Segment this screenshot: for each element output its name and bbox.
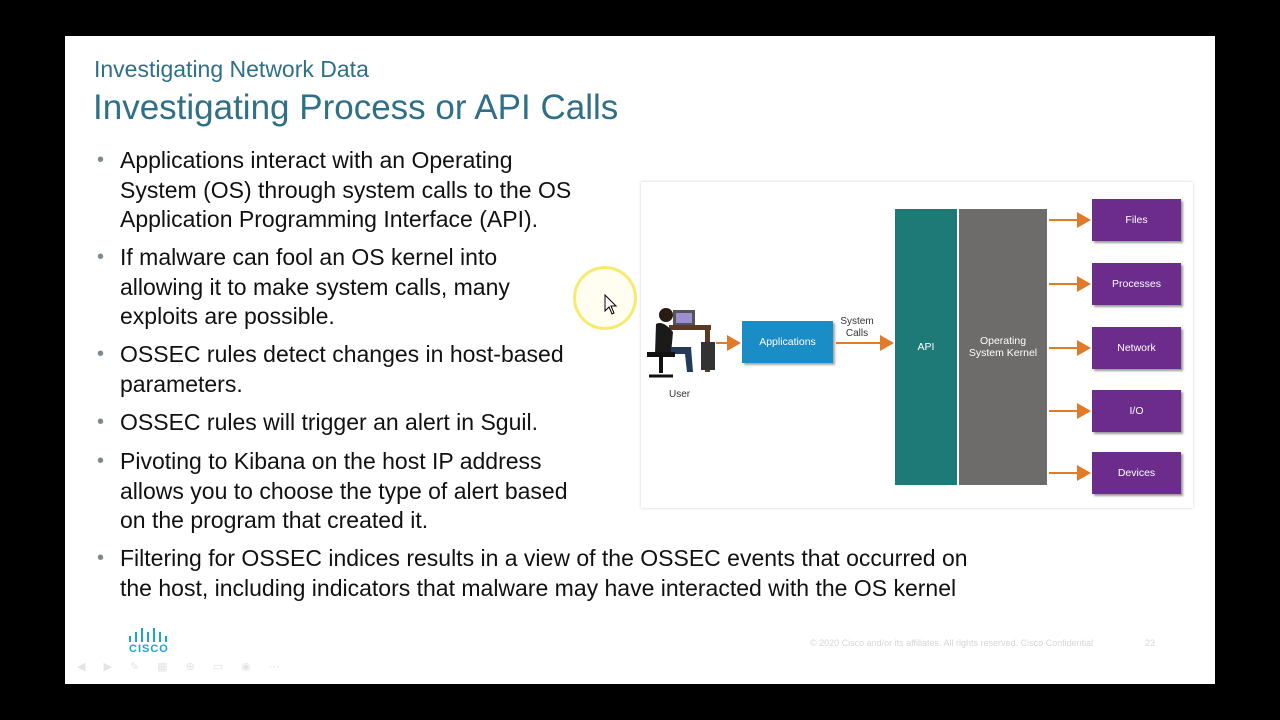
bullet-item: • If malware can fool an OS kernel into … bbox=[95, 243, 510, 332]
bullet-dot: • bbox=[97, 246, 105, 268]
bullet-dot: • bbox=[97, 450, 105, 472]
slide: Investigating Network Data Investigating… bbox=[65, 36, 1215, 684]
diagram-arrows bbox=[647, 212, 1091, 481]
user-label: User bbox=[669, 389, 691, 400]
subtitle-icon[interactable]: ▭ bbox=[212, 661, 224, 673]
bullet-item: • Pivoting to Kibana on the host IP addr… bbox=[95, 447, 568, 536]
bullet-text: Pivoting to Kibana on the host IP addres… bbox=[120, 448, 568, 533]
slide-subtitle: Investigating Network Data bbox=[94, 56, 369, 82]
zoom-icon[interactable]: ⊕ bbox=[185, 661, 195, 673]
bullet-text: Applications interact with an Operating … bbox=[120, 147, 572, 232]
next-icon[interactable]: ▶ bbox=[103, 661, 112, 673]
kernel-box: Operating System Kernel bbox=[959, 209, 1047, 485]
cisco-logo-icon bbox=[129, 628, 167, 642]
bullet-item: • OSSEC rules detect changes in host-bas… bbox=[95, 340, 564, 399]
page-number: 23 bbox=[1145, 638, 1156, 648]
files-box: Files bbox=[1092, 199, 1181, 241]
api-calls-diagram: User Applications System Calls API Opera… bbox=[641, 182, 1193, 508]
bullet-text: Filtering for OSSEC indices results in a… bbox=[120, 545, 968, 601]
processes-box: Processes bbox=[1092, 263, 1181, 305]
bullet-dot: • bbox=[97, 547, 105, 569]
io-box: I/O bbox=[1092, 390, 1181, 432]
user-icon bbox=[647, 308, 715, 378]
bullet-dot: • bbox=[97, 343, 105, 365]
presentation-toolbar: ◀ ▶ ✎ ▦ ⊕ ▭ ◉ ⋯ bbox=[77, 660, 280, 673]
pen-icon[interactable]: ✎ bbox=[129, 661, 140, 673]
pointer-icon[interactable]: ◉ bbox=[241, 661, 251, 673]
bullet-text: OSSEC rules will trigger an alert in Sgu… bbox=[120, 409, 538, 435]
bullet-text: OSSEC rules detect changes in host-based… bbox=[120, 341, 564, 397]
bullet-item: • Filtering for OSSEC indices results in… bbox=[95, 544, 968, 603]
api-box: API bbox=[895, 209, 957, 485]
bullet-item: • OSSEC rules will trigger an alert in S… bbox=[95, 408, 538, 438]
network-box: Network bbox=[1092, 327, 1181, 369]
copyright-footer: © 2020 Cisco and/or its affiliates. All … bbox=[810, 638, 1094, 648]
cisco-logo-text: CISCO bbox=[129, 643, 169, 655]
applications-box: Applications bbox=[742, 321, 833, 363]
slide-title: Investigating Process or API Calls bbox=[93, 88, 619, 127]
bullet-item: • Applications interact with an Operatin… bbox=[95, 146, 571, 235]
devices-box: Devices bbox=[1092, 452, 1181, 494]
more-icon[interactable]: ⋯ bbox=[268, 661, 280, 673]
bullet-dot: • bbox=[97, 149, 105, 171]
slides-icon[interactable]: ▦ bbox=[157, 661, 168, 673]
prev-icon[interactable]: ◀ bbox=[77, 661, 86, 673]
bullet-text: If malware can fool an OS kernel into al… bbox=[120, 244, 510, 329]
mouse-pointer-icon bbox=[604, 294, 618, 315]
system-calls-label: System Calls bbox=[840, 316, 874, 339]
bullet-dot: • bbox=[97, 411, 105, 433]
